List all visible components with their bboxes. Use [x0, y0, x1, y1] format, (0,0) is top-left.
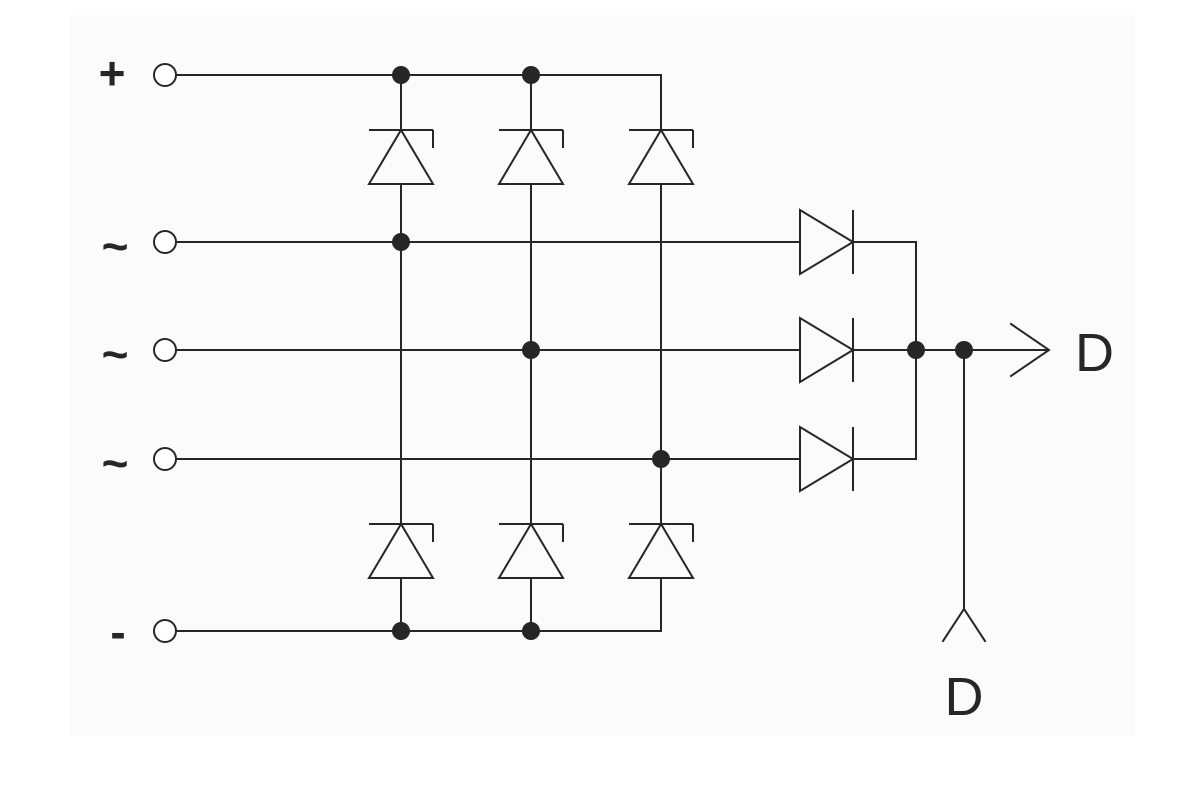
terminal-ac-1 — [153, 230, 177, 254]
output-label-bottom: D — [945, 667, 984, 727]
upper-thyristor-1 — [367, 128, 435, 185]
lower-thyristor-1 — [367, 522, 435, 579]
junction-dot — [522, 341, 540, 359]
label-minus: - — [110, 606, 125, 658]
output-diode-3 — [799, 425, 855, 493]
terminal-ac-2 — [153, 338, 177, 362]
label-ac-3: ~ — [102, 437, 129, 489]
label-plus: + — [99, 47, 126, 99]
junction-dot — [652, 450, 670, 468]
junction-dot — [522, 622, 540, 640]
junction-dot — [392, 622, 410, 640]
junction-dot — [522, 66, 540, 84]
terminal-plus — [153, 63, 177, 87]
output-diode-1 — [799, 208, 855, 276]
junction-dot — [955, 341, 973, 359]
junction-dot — [907, 341, 925, 359]
label-ac-1: ~ — [102, 220, 129, 272]
output-diode-2 — [799, 316, 855, 384]
output-label-right: D — [1075, 323, 1114, 383]
junction-dot — [392, 233, 410, 251]
upper-thyristor-3 — [627, 128, 695, 185]
diagram-panel — [70, 15, 1135, 735]
upper-thyristor-2 — [497, 128, 565, 185]
terminal-ac-3 — [153, 447, 177, 471]
label-ac-2: ~ — [102, 328, 129, 380]
lower-thyristor-3 — [627, 522, 695, 579]
lower-thyristor-2 — [497, 522, 565, 579]
output-arrow-right — [1009, 322, 1051, 378]
terminal-minus — [153, 619, 177, 643]
output-arrow-down — [941, 607, 987, 643]
junction-dot — [392, 66, 410, 84]
